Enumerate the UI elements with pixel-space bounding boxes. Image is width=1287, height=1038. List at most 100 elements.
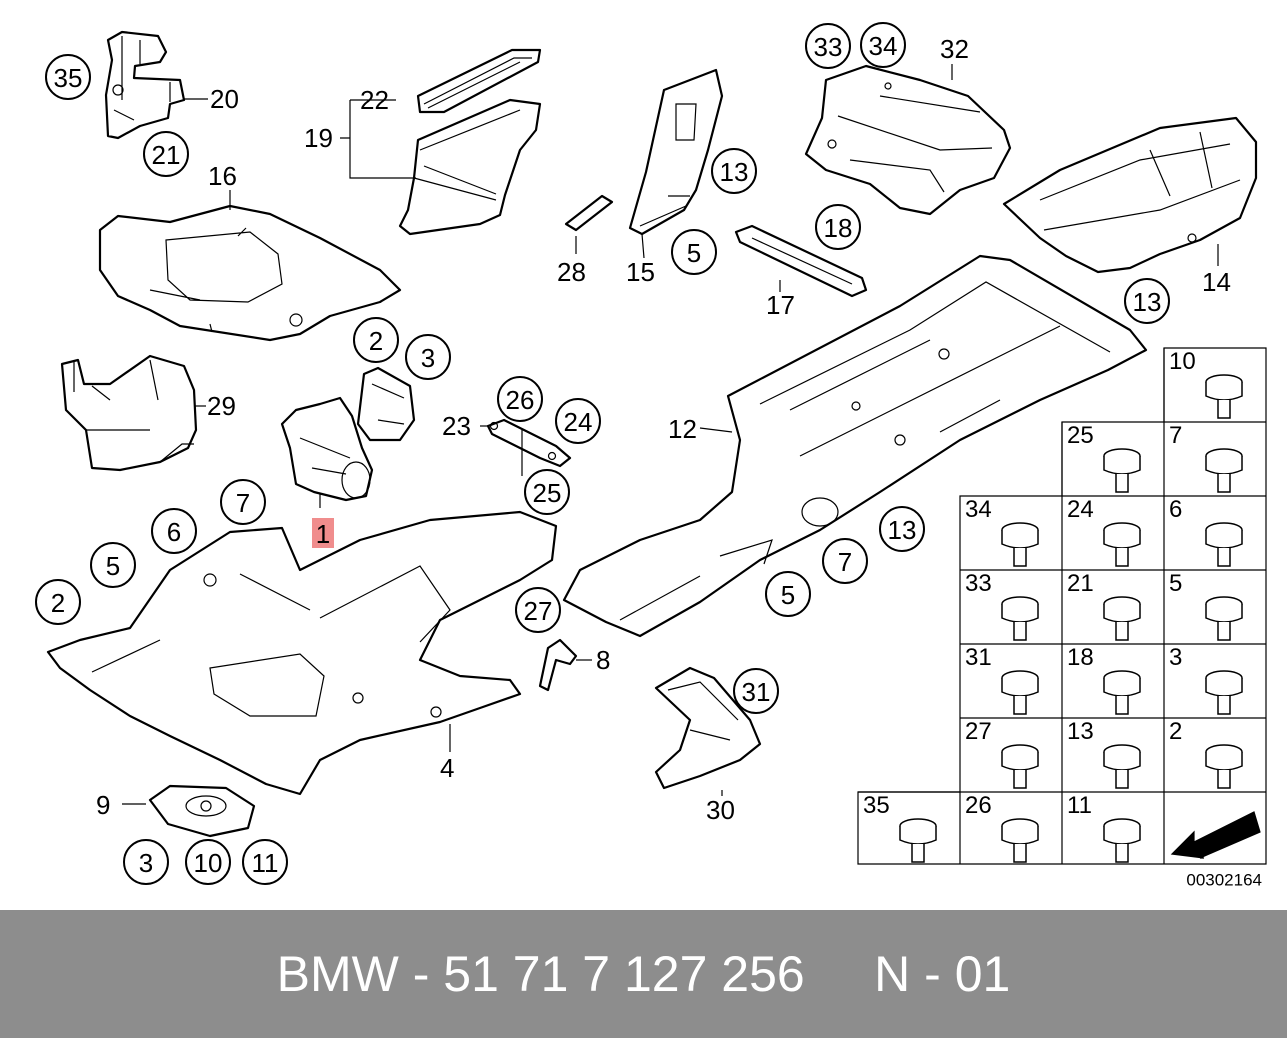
fastener-cell-3: 3 [1169, 644, 1243, 715]
callout-2: 2 [35, 579, 81, 625]
label-32: 32 [940, 34, 969, 64]
callout-circle [711, 148, 757, 194]
fastener-icon [1001, 522, 1039, 567]
fastener-cell-25: 25 [1067, 422, 1141, 493]
label-30: 30 [706, 795, 735, 825]
fastener-label: 3 [1169, 644, 1182, 671]
label-22: 22 [360, 85, 389, 115]
callout-circle [805, 23, 851, 69]
callout-7: 7 [220, 479, 266, 525]
highlight-box [312, 518, 334, 548]
callout-6: 6 [151, 508, 197, 554]
label-8: 8 [596, 645, 610, 675]
fastener-cell-21: 21 [1067, 570, 1141, 641]
label-28: 28 [557, 257, 586, 287]
callout-circle [497, 376, 543, 422]
part-bracket-24 [486, 418, 572, 468]
callout-label: 25 [533, 478, 562, 508]
callout-label: 2 [51, 588, 65, 618]
callout-7: 7 [822, 538, 868, 584]
fastener-label: 5 [1169, 570, 1182, 597]
callout-label: 35 [54, 63, 83, 93]
highlighted-callout: 1 [312, 518, 334, 549]
fastener-icon [1205, 744, 1243, 789]
callout-13: 13 [879, 506, 925, 552]
fastener-label: 27 [965, 718, 992, 745]
part-seal-22 [416, 48, 542, 114]
label-4: 4 [440, 753, 454, 783]
fastener-icon [1205, 596, 1243, 641]
callout-circle [123, 839, 169, 885]
part-shield-32 [804, 64, 1012, 216]
label-23: 23 [442, 411, 471, 441]
callout-circle [822, 538, 868, 584]
callout-2: 2 [353, 317, 399, 363]
callout-5: 5 [765, 571, 811, 617]
callout-label: 7 [236, 488, 250, 518]
callout-34: 34 [860, 22, 906, 68]
part-duct-19 [398, 98, 542, 236]
callout-5: 5 [671, 229, 717, 275]
fastener-icon [1103, 448, 1141, 493]
part-bracket-8 [538, 638, 578, 692]
label-9: 9 [96, 790, 110, 820]
callout-circle [815, 204, 861, 250]
callout-label: 34 [869, 31, 898, 61]
fastener-cell-11: 11 [1067, 792, 1141, 863]
callout-label: 31 [742, 677, 771, 707]
callout-label: 13 [888, 515, 917, 545]
callout-27: 27 [515, 587, 561, 633]
callout-circle [242, 839, 288, 885]
part-drawings [46, 30, 1258, 838]
part-mount-9 [148, 784, 256, 838]
leader-lines [122, 64, 1219, 805]
callout-24: 24 [555, 398, 601, 444]
callout-circle [45, 54, 91, 100]
label-12: 12 [668, 414, 697, 444]
callout-label: 10 [194, 848, 223, 878]
callout-11: 11 [242, 839, 288, 885]
label-15: 15 [626, 257, 655, 287]
callout-31: 31 [733, 668, 779, 714]
callout-circle [671, 229, 717, 275]
callout-13: 13 [711, 148, 757, 194]
callout-label: 26 [506, 385, 535, 415]
callout-label: 24 [564, 407, 593, 437]
callout-25: 25 [524, 469, 570, 515]
fastener-label: 24 [1067, 496, 1094, 523]
part-bracket-15 [628, 68, 724, 236]
fastener-label: 34 [965, 496, 992, 523]
fastener-cell-26: 26 [965, 792, 1039, 863]
fastener-label: 25 [1067, 422, 1094, 449]
fastener-label: 6 [1169, 496, 1182, 523]
label-17: 17 [766, 290, 795, 320]
callout-circle [515, 587, 561, 633]
fastener-icon [1205, 670, 1243, 715]
callout-circle [879, 506, 925, 552]
fastener-cell-24: 24 [1067, 496, 1141, 567]
part-bracket-30 [654, 666, 762, 790]
callout-label: 21 [152, 140, 181, 170]
callout-label: 3 [139, 848, 153, 878]
callout-10: 10 [185, 839, 231, 885]
callout-label: 5 [781, 580, 795, 610]
fastener-icon [1103, 818, 1141, 863]
fastener-label: 7 [1169, 422, 1182, 449]
fastener-label: 18 [1067, 644, 1094, 671]
part-shield-16 [98, 204, 402, 342]
callout-circle [151, 508, 197, 554]
arrow-icon [1170, 811, 1261, 859]
fastener-cell-35: 35 [863, 792, 937, 863]
fastener-label: 21 [1067, 570, 1094, 597]
part-bracket-20 [104, 30, 186, 140]
fastener-icon [1205, 448, 1243, 493]
callout-circle [353, 317, 399, 363]
fastener-icon [1205, 374, 1243, 419]
drawing-number: 00302164 [1186, 871, 1262, 890]
callout-label: 13 [1133, 287, 1162, 317]
